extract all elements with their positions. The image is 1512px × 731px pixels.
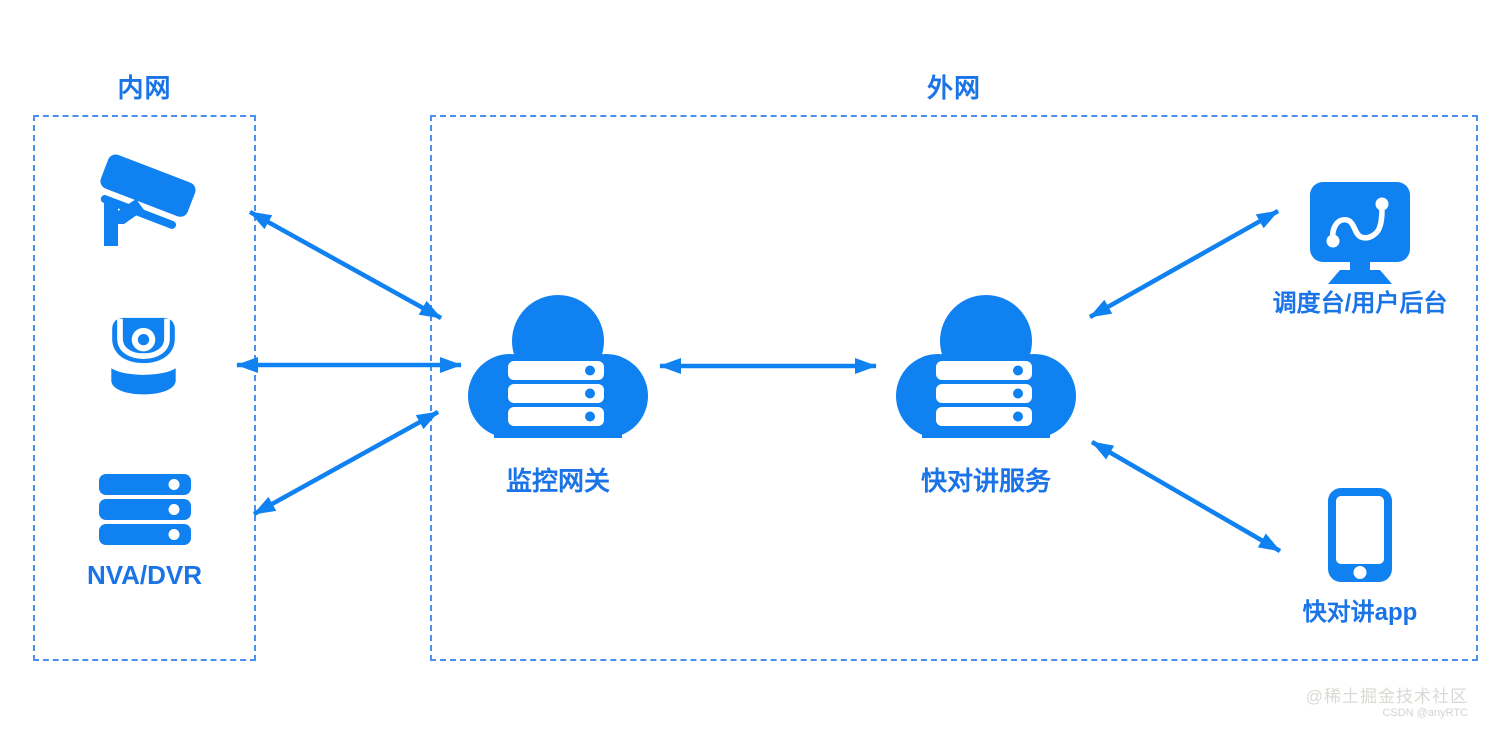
dispatch-monitor-icon [1310, 182, 1410, 284]
app-label: 快对讲app [1302, 599, 1418, 626]
watermark: @稀土掘金技术社区 CSDN @anyRTC [1306, 686, 1468, 721]
cloud-server-icon [896, 295, 1076, 438]
extranet-title: 外网 [926, 73, 981, 103]
smartphone-icon [1328, 488, 1392, 582]
cctv-camera-icon [100, 154, 196, 246]
arrow-service-app [1090, 440, 1282, 553]
watermark-line1: @稀土掘金技术社区 [1305, 687, 1468, 706]
ptz-camera-icon [111, 317, 176, 395]
intranet-zone [33, 115, 256, 661]
server-stack-icon [99, 474, 191, 545]
cloud-server-icon [468, 295, 648, 438]
gateway-label: 监控网关 [505, 466, 610, 496]
arrow-nvr-gateway [252, 410, 440, 516]
arrow-cctv-gateway [248, 210, 443, 320]
service-label: 快对讲服务 [920, 466, 1051, 496]
arrow-service-console [1088, 209, 1280, 319]
intranet-title: 内网 [117, 73, 172, 103]
console-label: 调度台/用户后台 [1272, 290, 1448, 317]
watermark-line2: CSDN @anyRTC [1382, 707, 1468, 720]
nvr-label: NVA/DVR [86, 560, 203, 590]
extranet-zone [430, 115, 1478, 661]
